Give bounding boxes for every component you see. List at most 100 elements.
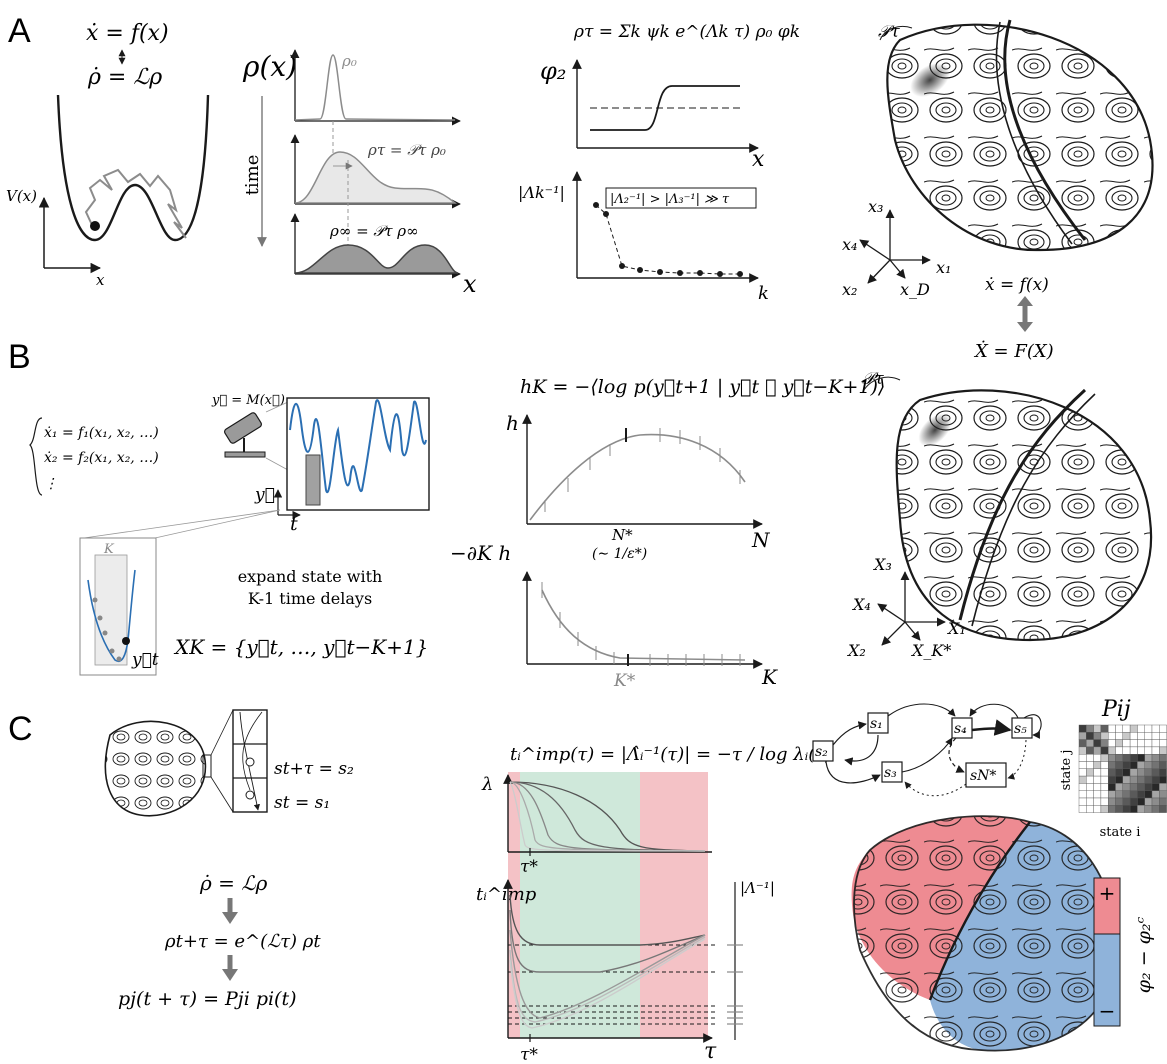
matrix-cell [1107, 790, 1116, 799]
matrix-cell [1151, 783, 1160, 791]
generator-equation: ρ̇ = ℒρ [199, 871, 268, 895]
matrix-cell [1086, 724, 1094, 733]
matrix-cell [1122, 739, 1131, 748]
density-ylabel: ρ(x) [242, 50, 297, 83]
matrix-cell [1129, 739, 1138, 748]
embedded-ode: Ẋ = F(X) [973, 339, 1054, 362]
matrix-cell [1122, 805, 1131, 813]
matrix-cell [1129, 783, 1138, 791]
matrix-cell [1100, 790, 1109, 799]
phi2-label: φ₂ [540, 57, 566, 85]
matrix-cell [1086, 805, 1094, 813]
matrix-cell [1093, 732, 1102, 740]
matrix-cell [1078, 761, 1087, 770]
matrix-cell [1107, 783, 1116, 791]
matrix-cell [1115, 732, 1124, 740]
matrix-cell [1159, 746, 1167, 755]
matrix-cell [1151, 790, 1160, 799]
panel-a-letter: A [8, 12, 31, 50]
matrix-cell [1078, 790, 1087, 799]
eigen-condition: |Λ₂⁻¹| > |Λ₃⁻¹| ≫ τ [610, 192, 730, 207]
markov-graph [812, 703, 1042, 797]
phi2-curve [590, 85, 740, 131]
matrix-title: Pij [1101, 697, 1131, 722]
ode-equation: ẋ = f(x) [86, 21, 169, 46]
axes-triad-top [859, 209, 931, 284]
matrix-cell [1151, 746, 1160, 755]
axis-x1: x₁ [936, 258, 951, 277]
propagator-arc-bottom [863, 376, 901, 391]
matrix-cell [1093, 746, 1102, 755]
matrix-cell [1078, 724, 1087, 733]
eigen-points [593, 202, 743, 277]
expand-text-2: K-1 time delays [248, 589, 372, 608]
state-sn-box [965, 762, 1007, 788]
matrix-cell [1137, 775, 1145, 784]
axis-x2: x₂ [842, 280, 857, 299]
matrix-cell [1129, 805, 1138, 813]
tau-axis: τ [704, 1039, 717, 1064]
matrix-cell [1078, 783, 1087, 791]
rho-inf-curve [294, 244, 459, 274]
entropy-errorbars [544, 428, 741, 512]
matrix-cell [1144, 790, 1153, 799]
matrix-cell [1086, 790, 1094, 799]
axis-X1: X₁ [946, 619, 966, 638]
matrix-cell [1122, 768, 1131, 777]
rho-tau-label: ρτ = 𝒫τ ρ₀ [367, 141, 446, 159]
eigen-trend [595, 204, 740, 275]
matrix-cell [1144, 739, 1153, 748]
colored-attractor [851, 815, 1117, 1052]
zoom-line-1 [83, 509, 281, 539]
state-s1: s₁ [870, 716, 883, 732]
matrix-cell [1144, 724, 1153, 733]
matrix-cell [1093, 775, 1102, 784]
matrix-cell [1129, 761, 1138, 770]
matrix-cell [1107, 746, 1116, 755]
matrix-cell [1122, 724, 1131, 733]
kstar-label: K* [613, 671, 636, 691]
propagator-label-top: 𝒫τ [878, 22, 900, 42]
matrix-cell [1093, 790, 1102, 799]
ode-line-1: ẋ₁ = f₁(x₁, x₂, …) [44, 425, 159, 441]
matrix-cell [1144, 732, 1153, 740]
attractor-bottom [895, 388, 1153, 642]
panel-c-letter: C [8, 710, 33, 748]
matrix-cell [1078, 732, 1087, 740]
matrix-cell [1159, 797, 1167, 806]
matrix-cell [1137, 797, 1145, 806]
signal-ylabel: y⃗ [254, 485, 275, 505]
matrix-cell [1115, 775, 1124, 784]
matrix-cell [1100, 724, 1109, 733]
matrix-cell [1159, 732, 1167, 740]
matrix-cell [1086, 761, 1094, 770]
matrix-cell [1086, 783, 1094, 791]
double-well-potential [56, 94, 210, 242]
matrix-cell [1107, 724, 1116, 733]
derivation-arrow-2 [222, 955, 238, 981]
state-s1-box [867, 712, 889, 734]
matrix-cell [1086, 732, 1094, 740]
matrix-cell [1144, 761, 1153, 770]
matrix-cell [1137, 724, 1145, 733]
rho-tau-curve [294, 151, 458, 204]
matrix-cell [1100, 797, 1109, 806]
matrix-cell [1129, 724, 1138, 733]
eigen-xlabel: k [758, 283, 769, 304]
matrix-cell [1144, 783, 1153, 791]
matrix-cell [1086, 739, 1094, 748]
timp-ylabel: tᵢ^imp [476, 884, 537, 905]
state-s3: s₃ [884, 765, 897, 781]
matrix-cell [1078, 754, 1087, 762]
matrix-cell [1107, 797, 1116, 806]
matrix-cell [1115, 797, 1124, 806]
matrix-cell [1151, 775, 1160, 784]
matrix-cell [1144, 746, 1153, 755]
partition-zoom-line-1 [210, 709, 234, 756]
matrix-cell [1129, 754, 1138, 762]
state-next: st+τ = s₂ [274, 759, 354, 779]
axis-x4: x₄ [842, 235, 857, 254]
matrix-cell [1151, 724, 1160, 733]
state-s2: s₂ [815, 744, 828, 760]
